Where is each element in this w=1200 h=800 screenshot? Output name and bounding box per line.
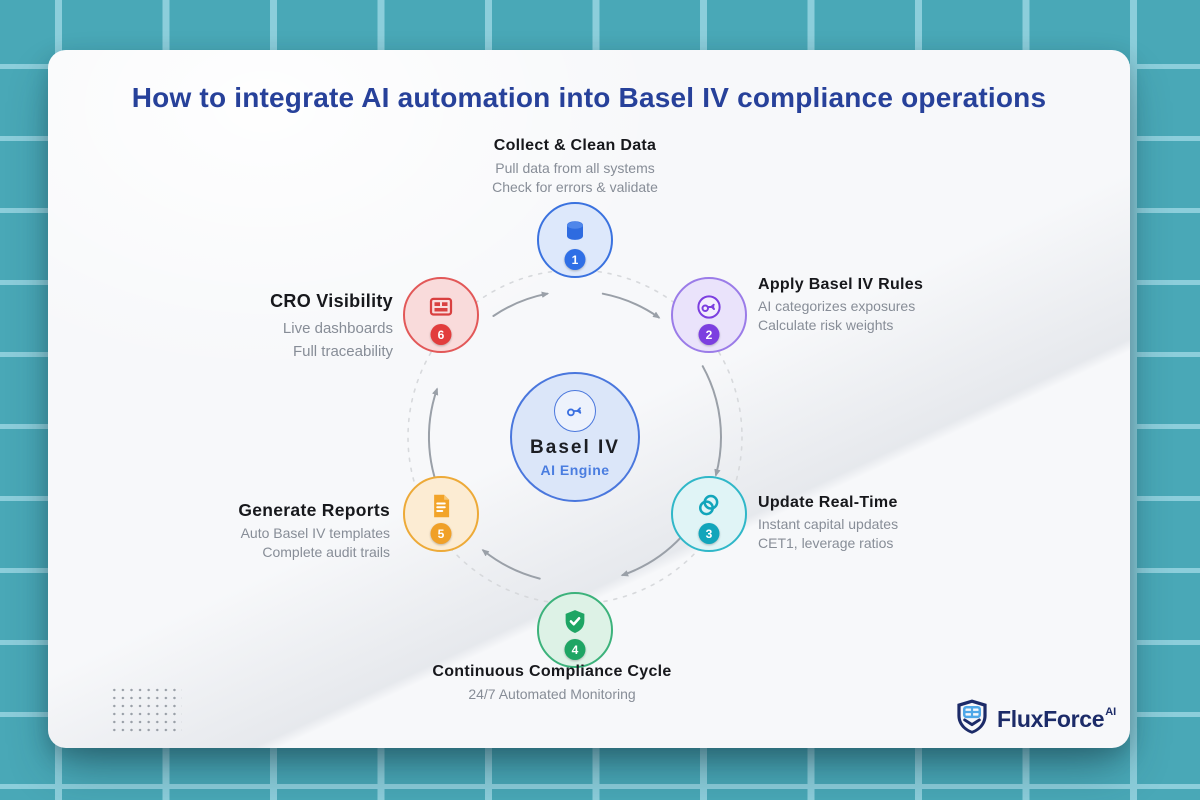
step-node-update-realtime: 3 [671, 476, 747, 552]
step-subtitle: Pull data from all systems [495, 160, 655, 176]
step-label-apply-rules: Apply Basel IV Rules AI categorizes expo… [758, 276, 988, 334]
step-label-cro-visibility: CRO Visibility Live dashboards Full trac… [163, 291, 393, 363]
step-title: Collect & Clean Data [493, 137, 657, 154]
step-number-badge: 3 [698, 523, 720, 544]
step-title: CRO Visibility [270, 291, 393, 311]
automation-key-icon [554, 390, 596, 432]
step-title: Apply Basel IV Rules [758, 276, 924, 293]
sync-rings-icon [694, 491, 724, 526]
central-hub: Basel IV AI Engine [510, 372, 640, 502]
step-number-badge: 5 [430, 523, 452, 544]
step-subtitle: CET1, leverage ratios [758, 534, 894, 551]
step-number-badge: 4 [564, 639, 586, 660]
step-title: Update Real-Time [758, 494, 898, 511]
step-subtitle: Check for errors & validate [492, 178, 658, 195]
step-label-generate-reports: Generate Reports Auto Basel IV templates… [160, 500, 390, 561]
dashboard-icon [426, 292, 456, 327]
database-icon [559, 217, 591, 254]
step-subtitle: Full traceability [292, 343, 393, 360]
report-document-icon [426, 491, 456, 526]
step-node-collect-data: 1 [537, 202, 613, 278]
step-number-badge: 6 [430, 324, 452, 345]
step-node-generate-reports: 5 [403, 476, 479, 552]
step-subtitle: Complete audit trails [262, 543, 390, 560]
step-label-update-realtime: Update Real-Time Instant capital updates… [758, 494, 988, 552]
step-subtitle: AI categorizes exposures [758, 298, 916, 314]
hub-title: Basel IV [530, 437, 620, 458]
step-subtitle: Live dashboards [282, 320, 393, 337]
step-subtitle: 24/7 Automated Monitoring [468, 686, 636, 702]
step-node-cro-visibility: 6 [403, 277, 479, 353]
brand-suffix: AI [1105, 705, 1117, 718]
step-subtitle: Instant capital updates [758, 516, 899, 532]
brand-logo: FluxForce AI [954, 698, 1116, 741]
step-subtitle: Auto Basel IV templates [240, 525, 390, 541]
step-number-badge: 1 [564, 249, 586, 270]
step-title: Generate Reports [238, 500, 390, 520]
dot-grid-decoration [110, 686, 182, 732]
step-title: Continuous Compliance Cycle [432, 663, 672, 680]
step-number-badge: 2 [698, 324, 720, 345]
rules-engine-icon [694, 292, 724, 327]
step-node-apply-rules: 2 [671, 277, 747, 353]
page-title: How to integrate AI automation into Base… [131, 82, 1047, 113]
hub-subtitle: AI Engine [540, 462, 610, 478]
step-subtitle: Calculate risk weights [758, 316, 894, 333]
step-node-compliance-cycle: 4 [537, 592, 613, 668]
shield-check-icon [560, 607, 590, 642]
shield-logo-icon [954, 698, 990, 741]
brand-name: FluxForce [997, 706, 1105, 732]
step-label-collect-data: Collect & Clean Data Pull data from all … [415, 137, 735, 196]
step-label-compliance-cycle: Continuous Compliance Cycle 24/7 Automat… [392, 663, 712, 704]
